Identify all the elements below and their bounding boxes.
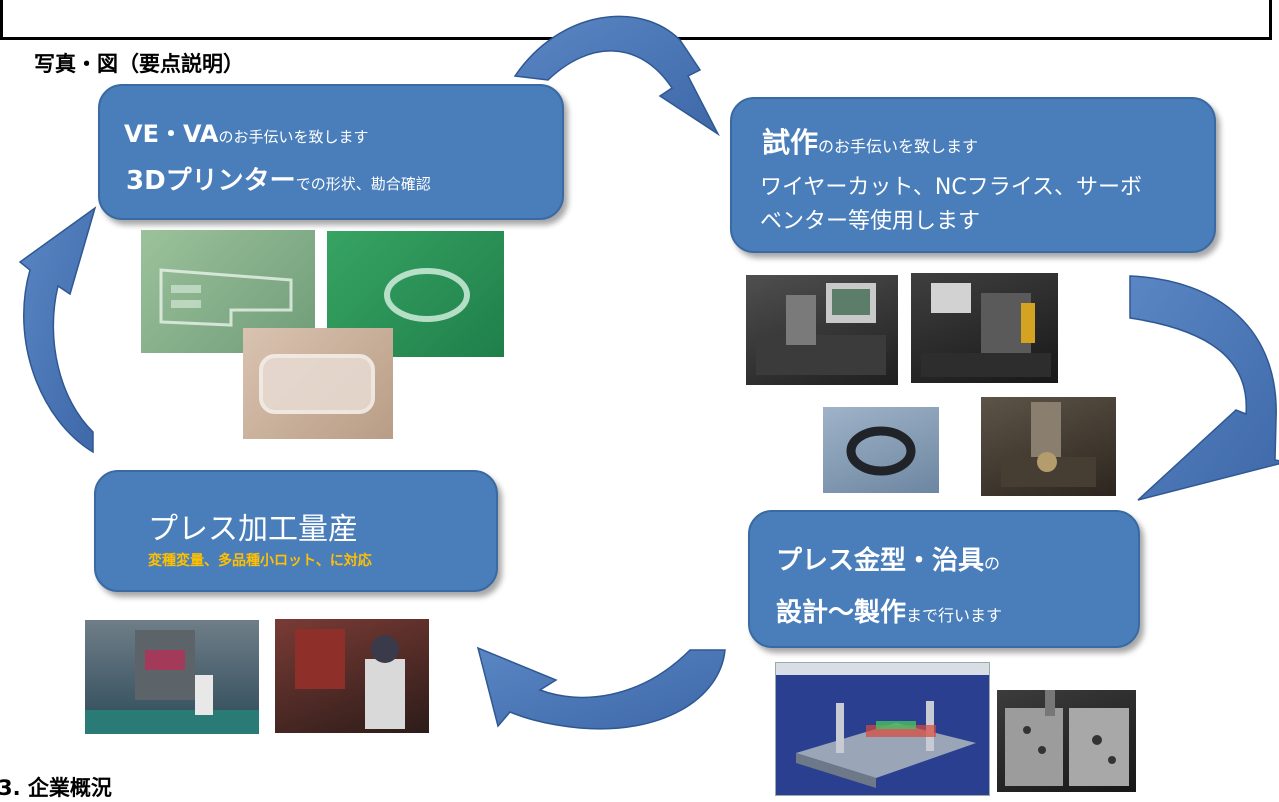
ve-va-box: VE・VAのお手伝いを致します 3Dプリンターでの形状、勘合確認	[98, 84, 564, 220]
design-to-make-label: 設計～製作	[776, 598, 907, 628]
3d-printer-label: 3Dプリンター	[126, 166, 296, 196]
ve-va-heading-suffix: のお手伝いを致します	[218, 128, 369, 146]
prototype-heading: 試作	[762, 126, 819, 159]
design-to-make-suffix: まで行います	[906, 606, 1003, 625]
press-sub: 変種変量、多品種小ロット、に対応	[148, 553, 372, 569]
prototype-heading-suffix: のお手伝いを致します	[818, 137, 979, 156]
wire-cut-machine-photo	[911, 273, 1058, 383]
die-jig-box: プレス金型・治具の 設計～製作まで行います	[748, 510, 1140, 648]
die-jig-suffix: の	[984, 554, 1001, 573]
ve-va-heading: VE・VA	[124, 120, 219, 148]
press-line-photo-2	[275, 619, 429, 733]
press-line-photo-1	[85, 620, 259, 734]
section-title: 写真・図（要点説明）	[34, 52, 244, 76]
arrow-right	[1129, 275, 1279, 501]
jig-plate-photo	[997, 690, 1136, 792]
prototype-line2: ワイヤーカット、NCフライス、サーボ	[760, 175, 1143, 200]
servo-bender-photo	[981, 397, 1116, 496]
arrow-left	[18, 206, 97, 454]
press-production-box: プレス加工量産 変種変量、多品種小ロット、に対応	[94, 470, 498, 592]
arrow-top	[513, 15, 720, 137]
die-jig-label: プレス金型・治具	[776, 546, 985, 576]
3d-print-tray-photo	[243, 328, 393, 439]
die-cad-model-image	[775, 662, 990, 796]
prototype-box: 試作のお手伝いを致します ワイヤーカット、NCフライス、サーボ ベンター等使用し…	[730, 97, 1216, 253]
press-heading: プレス加工量産	[148, 512, 358, 547]
company-overview-title: 3. 企業概況	[0, 776, 112, 800]
3d-printer-suffix: での形状、勘合確認	[295, 175, 431, 193]
prototype-ring-photo	[823, 407, 939, 493]
nc-milling-machine-photo	[746, 275, 898, 385]
arrow-bottom	[476, 646, 726, 730]
prototype-line3: ベンター等使用します	[760, 209, 981, 234]
